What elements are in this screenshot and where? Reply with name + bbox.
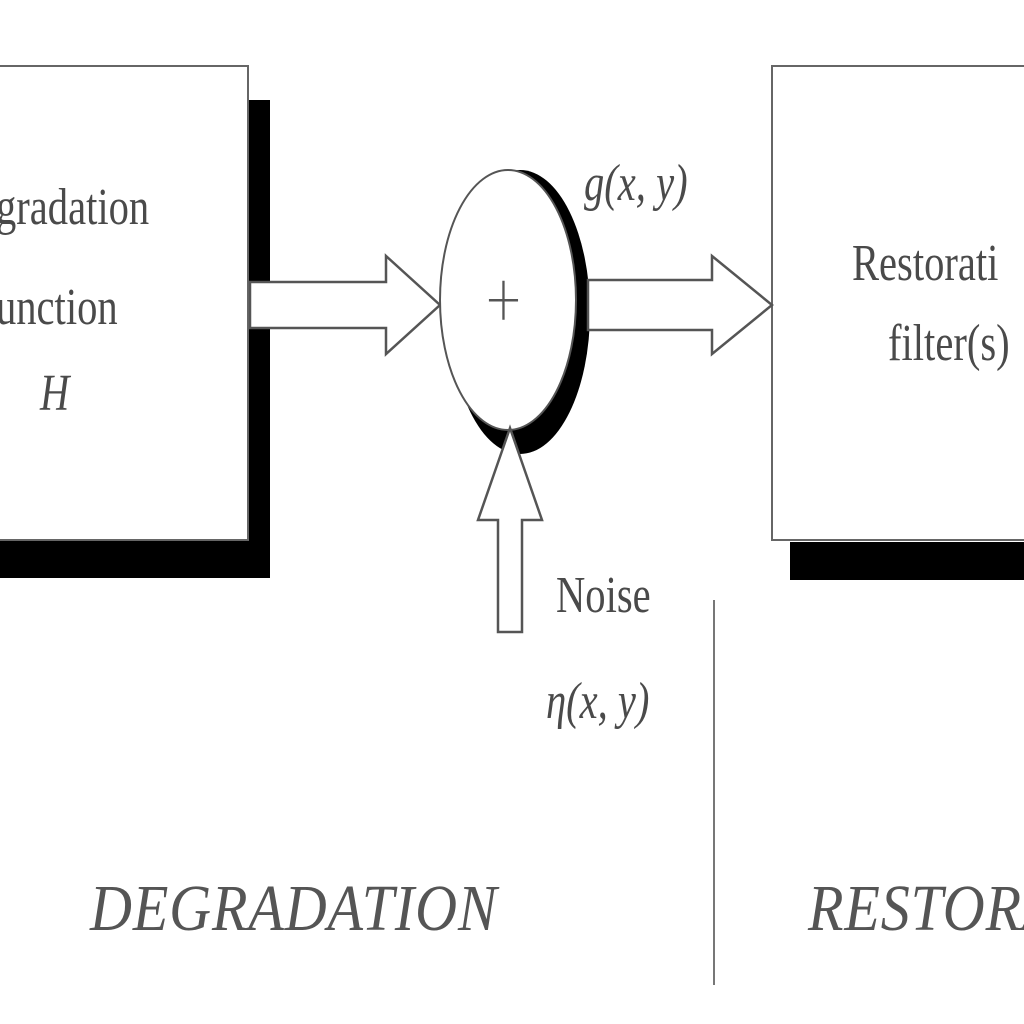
- degradation-block: [0, 65, 270, 578]
- restoration-block-line1: Restorati: [852, 235, 999, 292]
- degradation-block-line1: gradation: [0, 179, 150, 236]
- noise-label: Noise: [556, 567, 651, 624]
- noise-symbol: η(x, y): [546, 673, 650, 730]
- restoration-block-line2: filter(s): [888, 315, 1010, 372]
- degradation-block-box: [0, 65, 249, 541]
- restoration-block-shadow-bottom: [790, 542, 1024, 580]
- degradation-block-line2: unction: [0, 279, 118, 336]
- degradation-symbol-h: H: [40, 365, 70, 422]
- summing-junction: [439, 169, 590, 454]
- arrow-degradation-to-sum: [248, 253, 442, 357]
- arrow-noise-to-sum: [476, 424, 544, 634]
- degradation-block-shadow-right: [248, 100, 270, 578]
- arrow-sum-to-restoration: [586, 253, 774, 357]
- section-title-restoration: RESTORA: [808, 872, 1024, 945]
- output-signal-label: g(x, y): [584, 155, 688, 212]
- restoration-block-box: [771, 65, 1024, 541]
- degradation-block-shadow-bottom: [0, 540, 270, 578]
- section-title-degradation: DEGRADATION: [90, 872, 498, 945]
- sum-plus-symbol: +: [484, 262, 523, 335]
- restoration-block: [771, 65, 1024, 580]
